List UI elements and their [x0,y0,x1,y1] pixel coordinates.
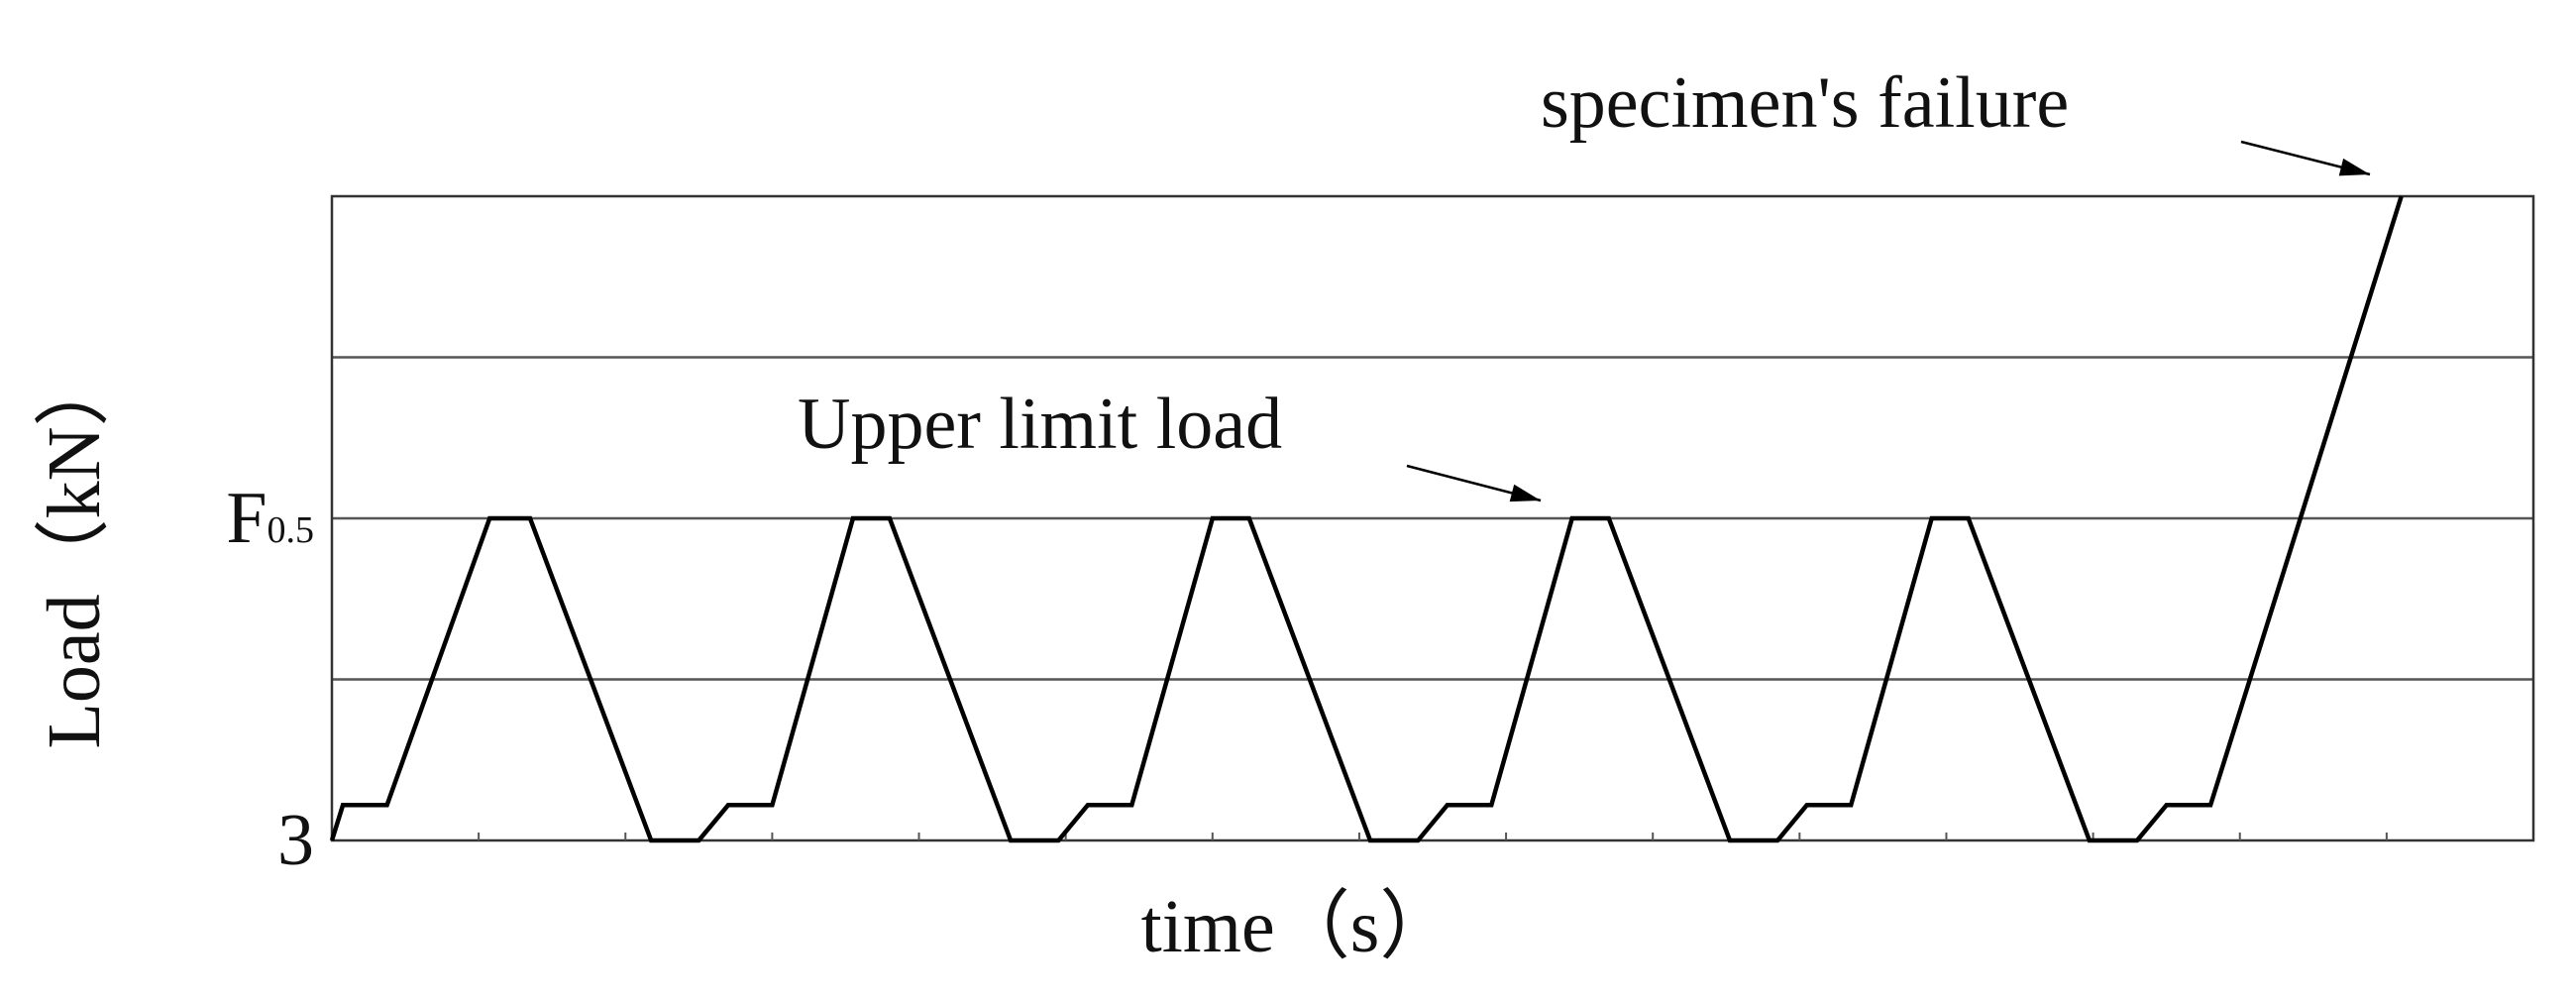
gridlines [332,356,2533,681]
annotation-text-0: Upper limit load [798,384,1282,465]
y-axis-tick-labels: 3 F0.5 [226,478,314,881]
y-tick-label-1: F0.5 [226,478,314,559]
annotation-arrowhead-1 [2338,158,2370,176]
x-axis-ticks [478,833,2388,840]
y-tick-label-0: 3 [277,800,314,881]
annotation-text-1: specimen's failure [1541,62,2069,144]
plot-frame [330,194,2535,842]
x-axis-label: time（s） [1141,885,1455,968]
annotation-arrowhead-0 [1509,484,1541,502]
y-axis-label: Load（kN） [33,351,116,748]
annotations: Upper limit load specimen's failure [798,62,2371,502]
series-line [329,195,2404,843]
